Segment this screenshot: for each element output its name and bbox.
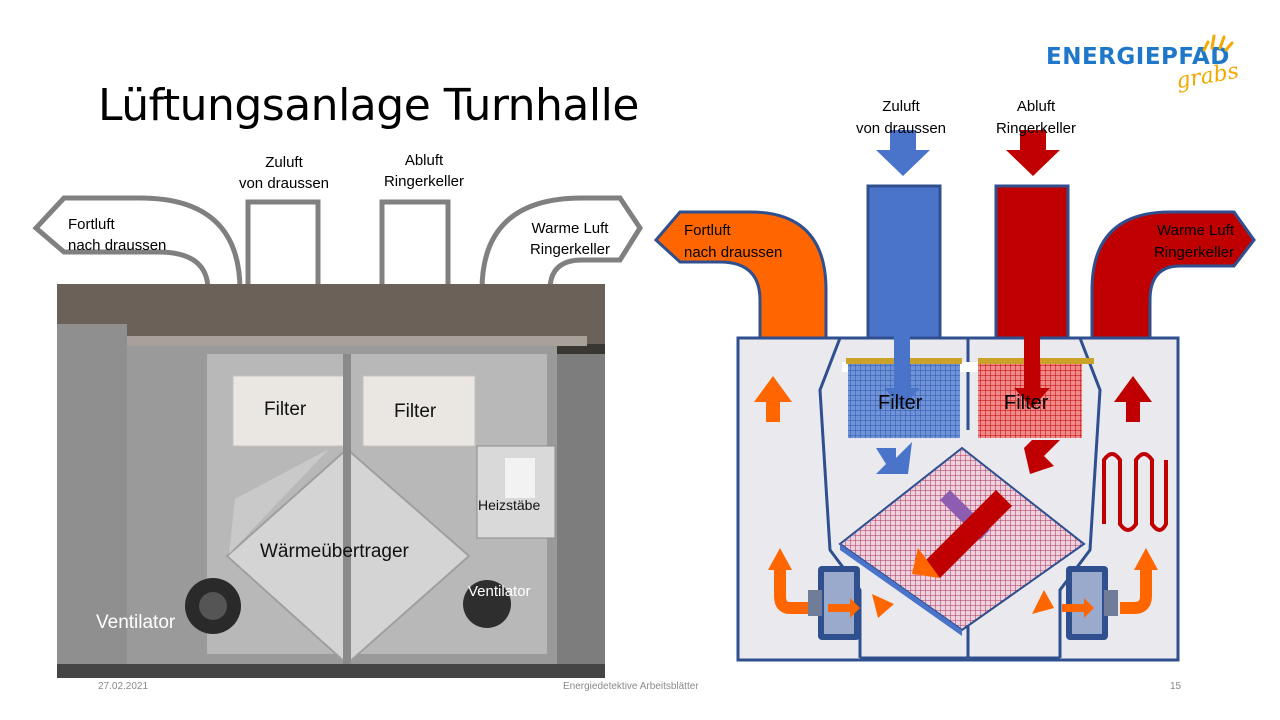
photo-filter-left-label: Filter bbox=[264, 399, 307, 420]
fortluft-label: Fortluft nach draussen bbox=[68, 216, 167, 254]
schematic-filter-right-label: Filter bbox=[1004, 392, 1049, 414]
ventilation-schematic bbox=[653, 130, 1256, 662]
abluft-label: Abluft Ringerkeller bbox=[383, 152, 465, 190]
energiepfad-logo: ENERGIEPFAD bbox=[1046, 44, 1230, 70]
schematic-filter-left-label: Filter bbox=[878, 392, 923, 414]
fortluft-duct bbox=[32, 195, 243, 335]
photo-illustration bbox=[57, 284, 605, 678]
abluft-arrow bbox=[1006, 130, 1060, 176]
zuluft-arrow bbox=[876, 130, 930, 176]
schematic-warme-luft-label: Warme Luft Ringerkeller bbox=[1153, 222, 1234, 261]
ventilator-left-label: Ventilator bbox=[96, 612, 176, 633]
zuluft-duct-blue bbox=[866, 184, 942, 340]
abluft-duct-red bbox=[994, 184, 1070, 340]
fortluft-duct-orange bbox=[653, 210, 828, 340]
footer-center: Energiedetektive Arbeitsblätter bbox=[563, 681, 699, 692]
slide-title: Lüftungsanlage Turnhalle bbox=[98, 80, 639, 131]
page-number: 15 bbox=[1170, 681, 1182, 692]
ventilation-unit-photo bbox=[57, 284, 605, 678]
heizstaebe-label: Heizstäbe bbox=[478, 497, 541, 513]
ventilator-right-label: Ventilator bbox=[468, 583, 531, 600]
warme-luft-up-arrow bbox=[1114, 376, 1152, 422]
schematic-zuluft-label: Zuluft von draussen bbox=[855, 98, 947, 137]
photo-filter-right-label: Filter bbox=[394, 401, 437, 422]
sun-rays-icon bbox=[1202, 34, 1234, 52]
warme-luft-duct bbox=[479, 195, 643, 335]
waermeuebertrager-label: Wärmeübertrager bbox=[260, 541, 409, 562]
schematic-abluft-label: Abluft Ringerkeller bbox=[995, 98, 1077, 137]
warme-luft-duct-red bbox=[1090, 210, 1256, 340]
fan-left-icon bbox=[808, 566, 860, 640]
zuluft-label: Zuluft von draussen bbox=[238, 154, 330, 192]
footer-date: 27.02.2021 bbox=[98, 681, 149, 692]
warme-luft-label: Warme Luft Ringerkeller bbox=[529, 220, 611, 258]
fortluft-up-arrow bbox=[754, 376, 792, 422]
schematic-fortluft-label: Fortluft nach draussen bbox=[684, 222, 783, 261]
heating-coil-icon bbox=[1102, 452, 1168, 532]
